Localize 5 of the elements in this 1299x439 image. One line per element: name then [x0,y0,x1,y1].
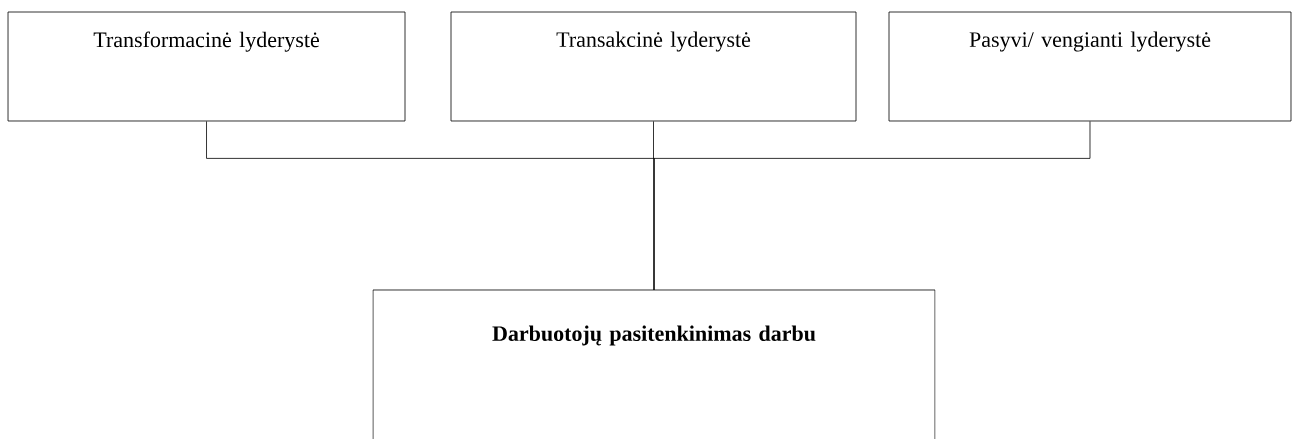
text-box: Transformacinė lyderystė [7,11,406,122]
text-box: Transakcinė lyderystė [450,11,857,122]
connector-line [653,121,1091,291]
text-box: Pasyvi/ vengianti lyderystė [888,11,1292,122]
text-box: Darbuotojų pasitenkinimas darbu [372,289,936,439]
